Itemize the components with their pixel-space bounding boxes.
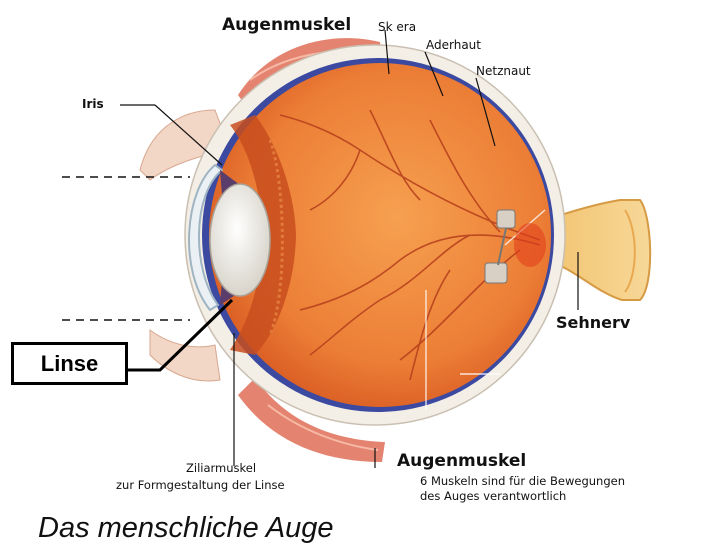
label-iris: Iris	[82, 98, 104, 112]
linse-callout-box: Linse	[11, 342, 128, 385]
label-ziliarmuskel-desc: zur Formgestaltung der Linse	[116, 479, 285, 493]
blind-spot-block-bottom	[485, 263, 507, 283]
label-ziliarmuskel: Ziliarmuskel	[186, 462, 256, 476]
label-muscle-note-1: 6 Muskeln sind für die Bewegungen	[420, 475, 625, 489]
label-sehnerv: Sehnerv	[556, 314, 630, 332]
label-augenmuskel-bottom: Augenmuskel	[397, 452, 526, 472]
label-netzhaut: Netznaut	[476, 65, 531, 79]
label-aderhaut: Aderhaut	[426, 39, 481, 53]
label-augenmuskel-top: Augenmuskel	[222, 16, 351, 36]
blind-spot-block-top	[497, 210, 515, 228]
optic-disc	[514, 223, 546, 267]
label-muscle-note-2: des Auges verantwortlich	[420, 490, 566, 504]
label-sklera: Sk era	[378, 21, 416, 35]
lower-eyelid	[150, 330, 220, 381]
label-linse: Linse	[14, 345, 125, 382]
diagram-caption: Das menschliche Auge	[38, 512, 334, 545]
lens-body	[210, 184, 270, 296]
